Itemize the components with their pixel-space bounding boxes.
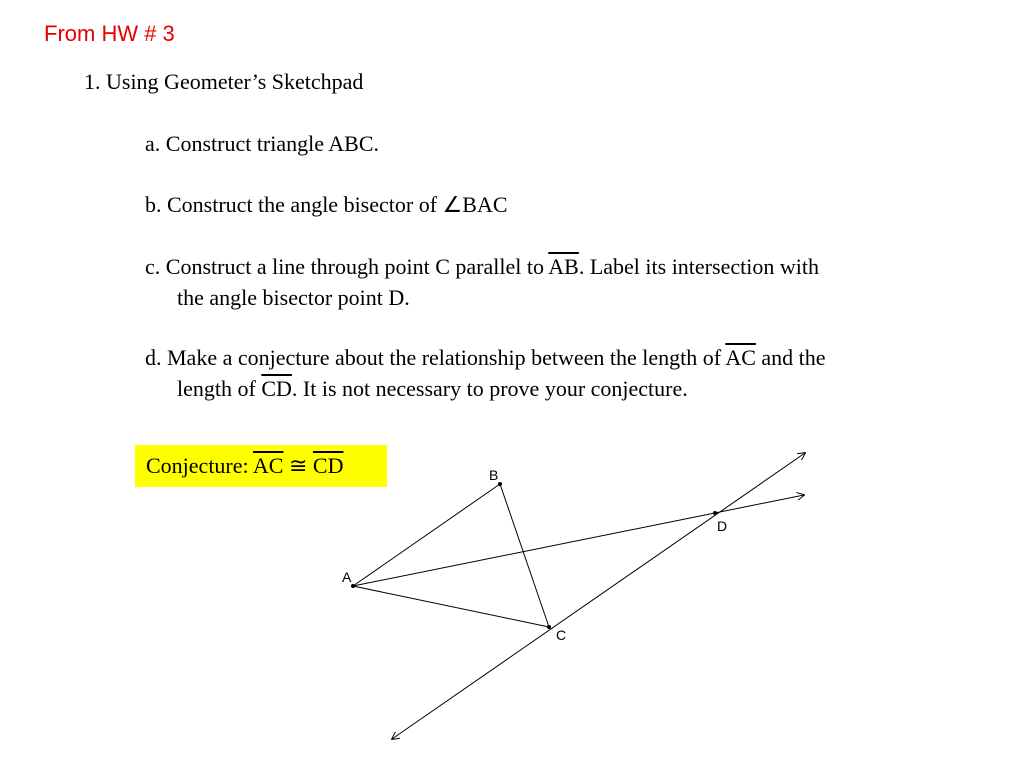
conjecture-box: Conjecture: AC ≅ CD (135, 445, 387, 487)
label-d: D (717, 518, 727, 534)
part-c-line2: the angle bisector point D. (177, 285, 410, 310)
part-d-line2-pre: length of (177, 376, 262, 401)
conjecture-label: Conjecture: (146, 453, 253, 478)
page-title: From HW # 3 (44, 21, 175, 46)
point-a (351, 584, 355, 588)
point-b (498, 482, 502, 486)
part-d-line2: length of CD. It is not necessary to pro… (177, 376, 688, 402)
segment-ac-line (352, 585, 550, 628)
part-c-line1: c. Construct a line through point C para… (145, 254, 819, 280)
point-d (713, 511, 717, 515)
problem-number-line: 1. Using Geometer’s Sketchpad (84, 69, 364, 94)
segment-cd: CD (261, 376, 292, 401)
part-b: b. Construct the angle bisector of ∠BAC (145, 192, 508, 218)
label-a: A (342, 569, 352, 585)
segment-ab: AB (548, 254, 579, 279)
part-b-angle: ∠BAC (442, 192, 508, 217)
part-d-post: and the (755, 345, 826, 370)
part-a: a. Construct triangle ABC. (145, 131, 380, 156)
part-d-line1: d. Make a conjecture about the relations… (145, 345, 826, 371)
parallel-line-through-c (392, 453, 805, 739)
part-c-post: . Label its intersection with (578, 254, 819, 279)
angle-bisector-ray (352, 495, 804, 587)
point-c (547, 625, 551, 629)
conjecture-seg-ac: AC (252, 453, 284, 478)
part-b-text: b. Construct the angle bisector of (145, 192, 443, 217)
part-c-pre: c. Construct a line through point C para… (145, 254, 549, 279)
segment-ac: AC (725, 345, 756, 370)
label-c: C (556, 627, 566, 643)
label-b: B (489, 467, 498, 483)
part-d-line2-post: . It is not necessary to prove your conj… (291, 376, 688, 401)
segment-bc-line (499, 483, 550, 628)
conjecture-seg-cd: CD (312, 453, 344, 478)
part-d-pre: d. Make a conjecture about the relations… (145, 345, 726, 370)
congruent-symbol: ≅ (283, 453, 313, 478)
